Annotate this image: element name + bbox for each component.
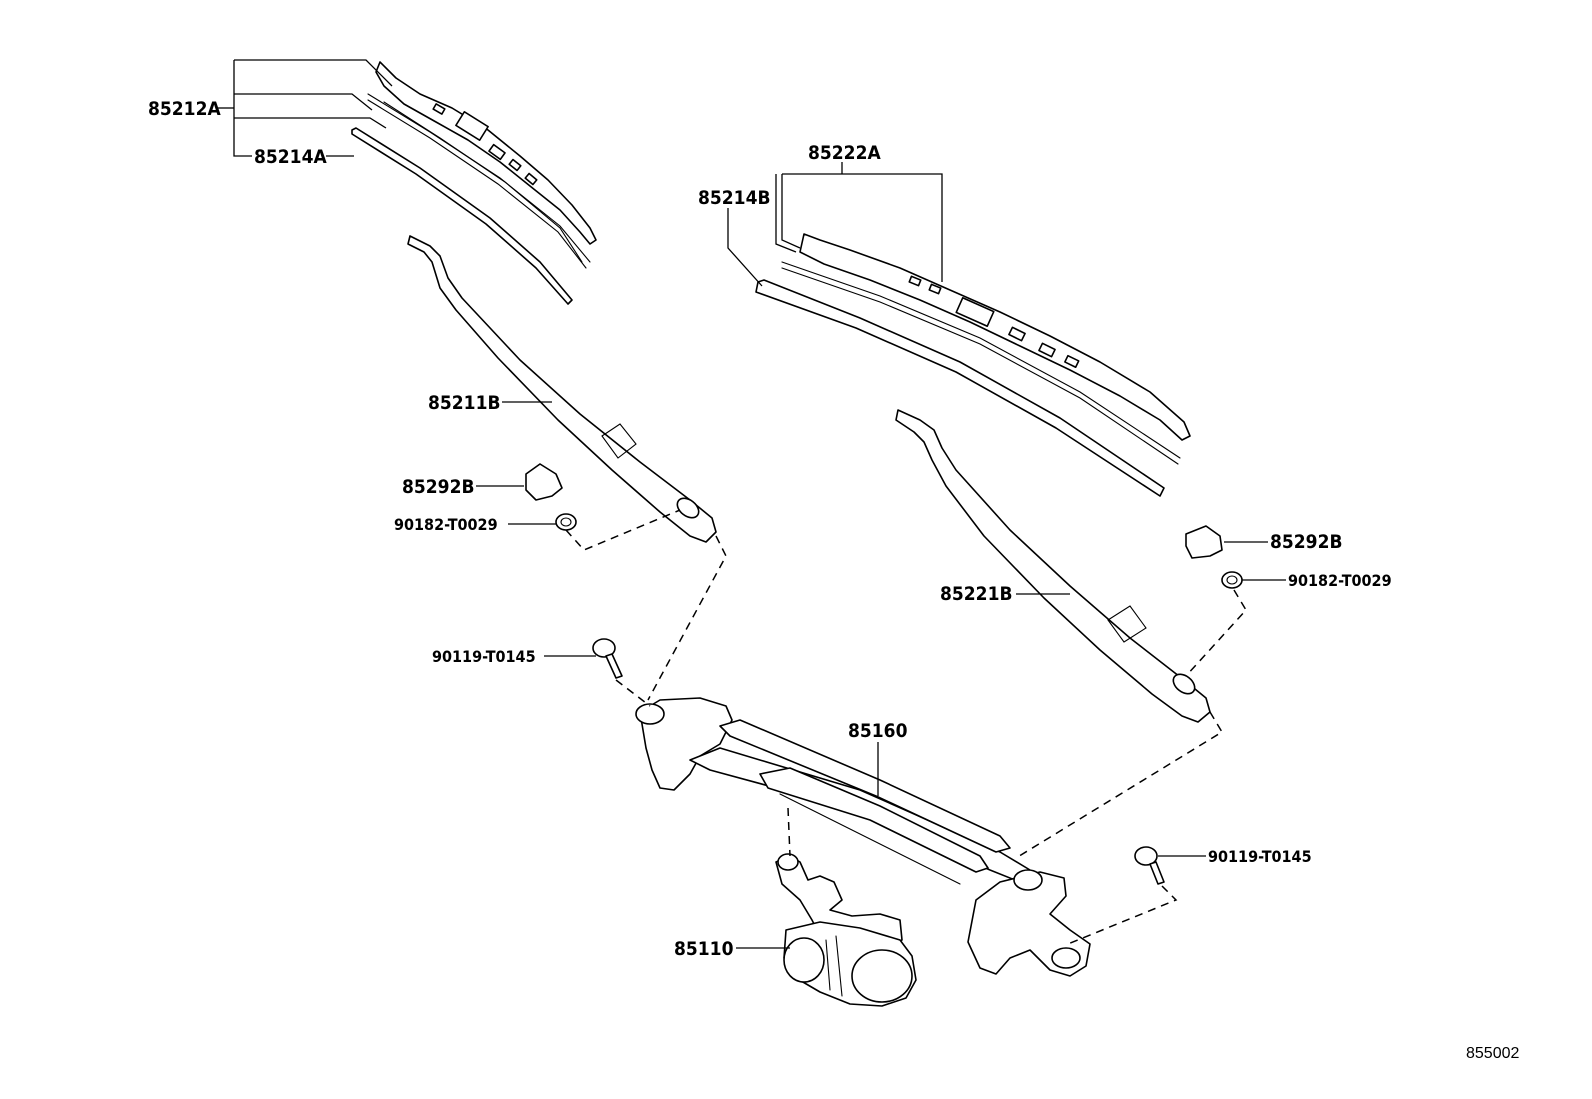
left-arm-cap[interactable] <box>525 463 563 501</box>
right-wiper-rubber[interactable] <box>755 279 1165 497</box>
wiper-motor[interactable] <box>775 853 917 1007</box>
right-arm-nut[interactable] <box>1221 571 1243 589</box>
label-85214A[interactable]: 85214A <box>254 146 327 168</box>
label-85110[interactable]: 85110 <box>674 938 734 960</box>
left-wiper-rubber[interactable] <box>351 127 573 305</box>
label-90182-T0029-right[interactable]: 90182-T0029 <box>1288 571 1392 590</box>
label-85221B[interactable]: 85221B <box>940 583 1013 605</box>
assembly-guide-lines <box>565 509 1247 945</box>
wiper-linkage-assembly[interactable] <box>635 697 1091 977</box>
label-90119-T0145-left[interactable]: 90119-T0145 <box>432 647 536 666</box>
label-90119-T0145-right[interactable]: 90119-T0145 <box>1208 847 1312 866</box>
label-85160[interactable]: 85160 <box>848 720 908 742</box>
left-wiper-blade[interactable] <box>367 61 597 269</box>
left-linkage-bolt[interactable] <box>592 638 623 679</box>
label-85212A[interactable]: 85212A <box>148 98 221 120</box>
label-85292B-right[interactable]: 85292B <box>1270 531 1343 553</box>
right-wiper-blade[interactable] <box>781 233 1191 465</box>
diagram-reference-number: 855002 <box>1466 1045 1519 1062</box>
label-85222A[interactable]: 85222A <box>808 142 881 164</box>
left-wiper-arm[interactable] <box>407 235 717 543</box>
label-85211B[interactable]: 85211B <box>428 392 501 414</box>
right-arm-cap[interactable] <box>1185 525 1223 559</box>
label-90182-T0029-left[interactable]: 90182-T0029 <box>394 515 498 534</box>
left-arm-nut[interactable] <box>555 513 577 531</box>
leader-lines <box>218 59 1286 949</box>
label-85214B[interactable]: 85214B <box>698 187 771 209</box>
label-85292B-left[interactable]: 85292B <box>402 476 475 498</box>
right-wiper-arm[interactable] <box>895 409 1211 723</box>
right-linkage-bolt[interactable] <box>1134 846 1165 885</box>
